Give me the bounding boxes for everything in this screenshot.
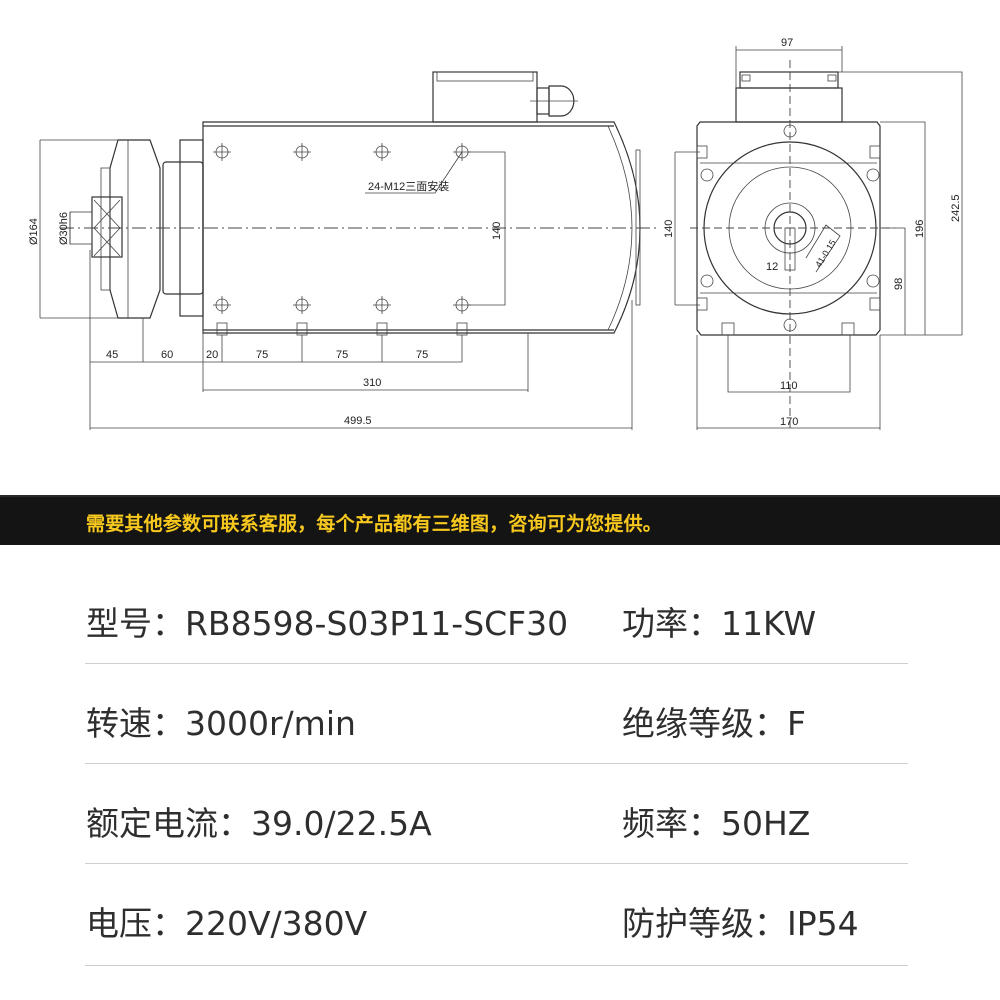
banner-text: 需要其他参数可联系客服，每个产品都有三维图，咨询可为您提供。 — [86, 513, 663, 535]
dim-total-height: 242.5 — [950, 194, 962, 222]
dim-pulley-diameter: Ø164 — [28, 218, 40, 245]
side-view: 24-M12三面安装 140 45 60 20 75 75 75 310 499… — [28, 71, 660, 430]
spec-frequency: 频率：50HZ — [622, 804, 811, 843]
dim-75b: 75 — [336, 349, 348, 361]
spec-row: 电压：220V/380V 防护等级：IP54 — [85, 897, 908, 966]
end-view: 97 242.5 196 98 140 110 170 12 41-0.15 — [663, 37, 963, 430]
dim-body-length: 310 — [363, 377, 381, 389]
dim-shaft-diameter: Ø30h6 — [58, 212, 70, 245]
spec-speed: 转速：3000r/min — [86, 704, 356, 743]
dim-body-height: 196 — [914, 220, 926, 238]
dim-foot-spacing: 110 — [780, 380, 798, 392]
contact-banner: 需要其他参数可联系客服，每个产品都有三维图，咨询可为您提供。 — [0, 495, 1000, 545]
dim-key-width: 12 — [766, 261, 778, 273]
junction-box — [432, 71, 538, 123]
spec-protection: 防护等级：IP54 — [622, 904, 859, 943]
spec-insulation: 绝缘等级：F — [622, 704, 806, 743]
dim-75a: 75 — [256, 349, 268, 361]
motor-end-face — [696, 121, 881, 336]
spec-current: 额定电流：39.0/22.5A — [86, 804, 432, 843]
motor-body — [202, 121, 641, 334]
pulley — [109, 139, 161, 319]
dim-shaft-height: 41-0.15 — [813, 238, 838, 269]
dim-box-width: 97 — [781, 37, 793, 49]
thread-note: 24-M12三面安装 — [368, 179, 449, 193]
technical-drawing: 24-M12三面安装 140 45 60 20 75 75 75 310 499… — [28, 37, 963, 430]
spec-row: 转速：3000r/min 绝缘等级：F — [85, 697, 908, 764]
spec-power: 功率：11KW — [622, 604, 817, 643]
dim-hole-spacing: 140 — [491, 222, 503, 240]
dim-45: 45 — [106, 349, 118, 361]
mounting-holes — [213, 143, 471, 336]
dim-end-hole-spacing: 140 — [663, 220, 675, 238]
spec-voltage: 电压：220V/380V — [86, 904, 368, 943]
spec-model: 型号：RB8598-S03P11-SCF30 — [86, 604, 569, 643]
dim-75c: 75 — [416, 349, 428, 361]
spec-row: 额定电流：39.0/22.5A 频率：50HZ — [85, 797, 908, 864]
dim-total-length: 499.5 — [344, 415, 372, 427]
spec-row: 型号：RB8598-S03P11-SCF30 功率：11KW — [85, 597, 908, 664]
dim-center-height: 98 — [893, 278, 905, 290]
dim-60: 60 — [161, 349, 173, 361]
dim-20: 20 — [206, 349, 218, 361]
shaft-nut — [91, 196, 123, 258]
cable-gland-icon — [530, 85, 578, 117]
dim-body-width: 170 — [780, 416, 798, 428]
